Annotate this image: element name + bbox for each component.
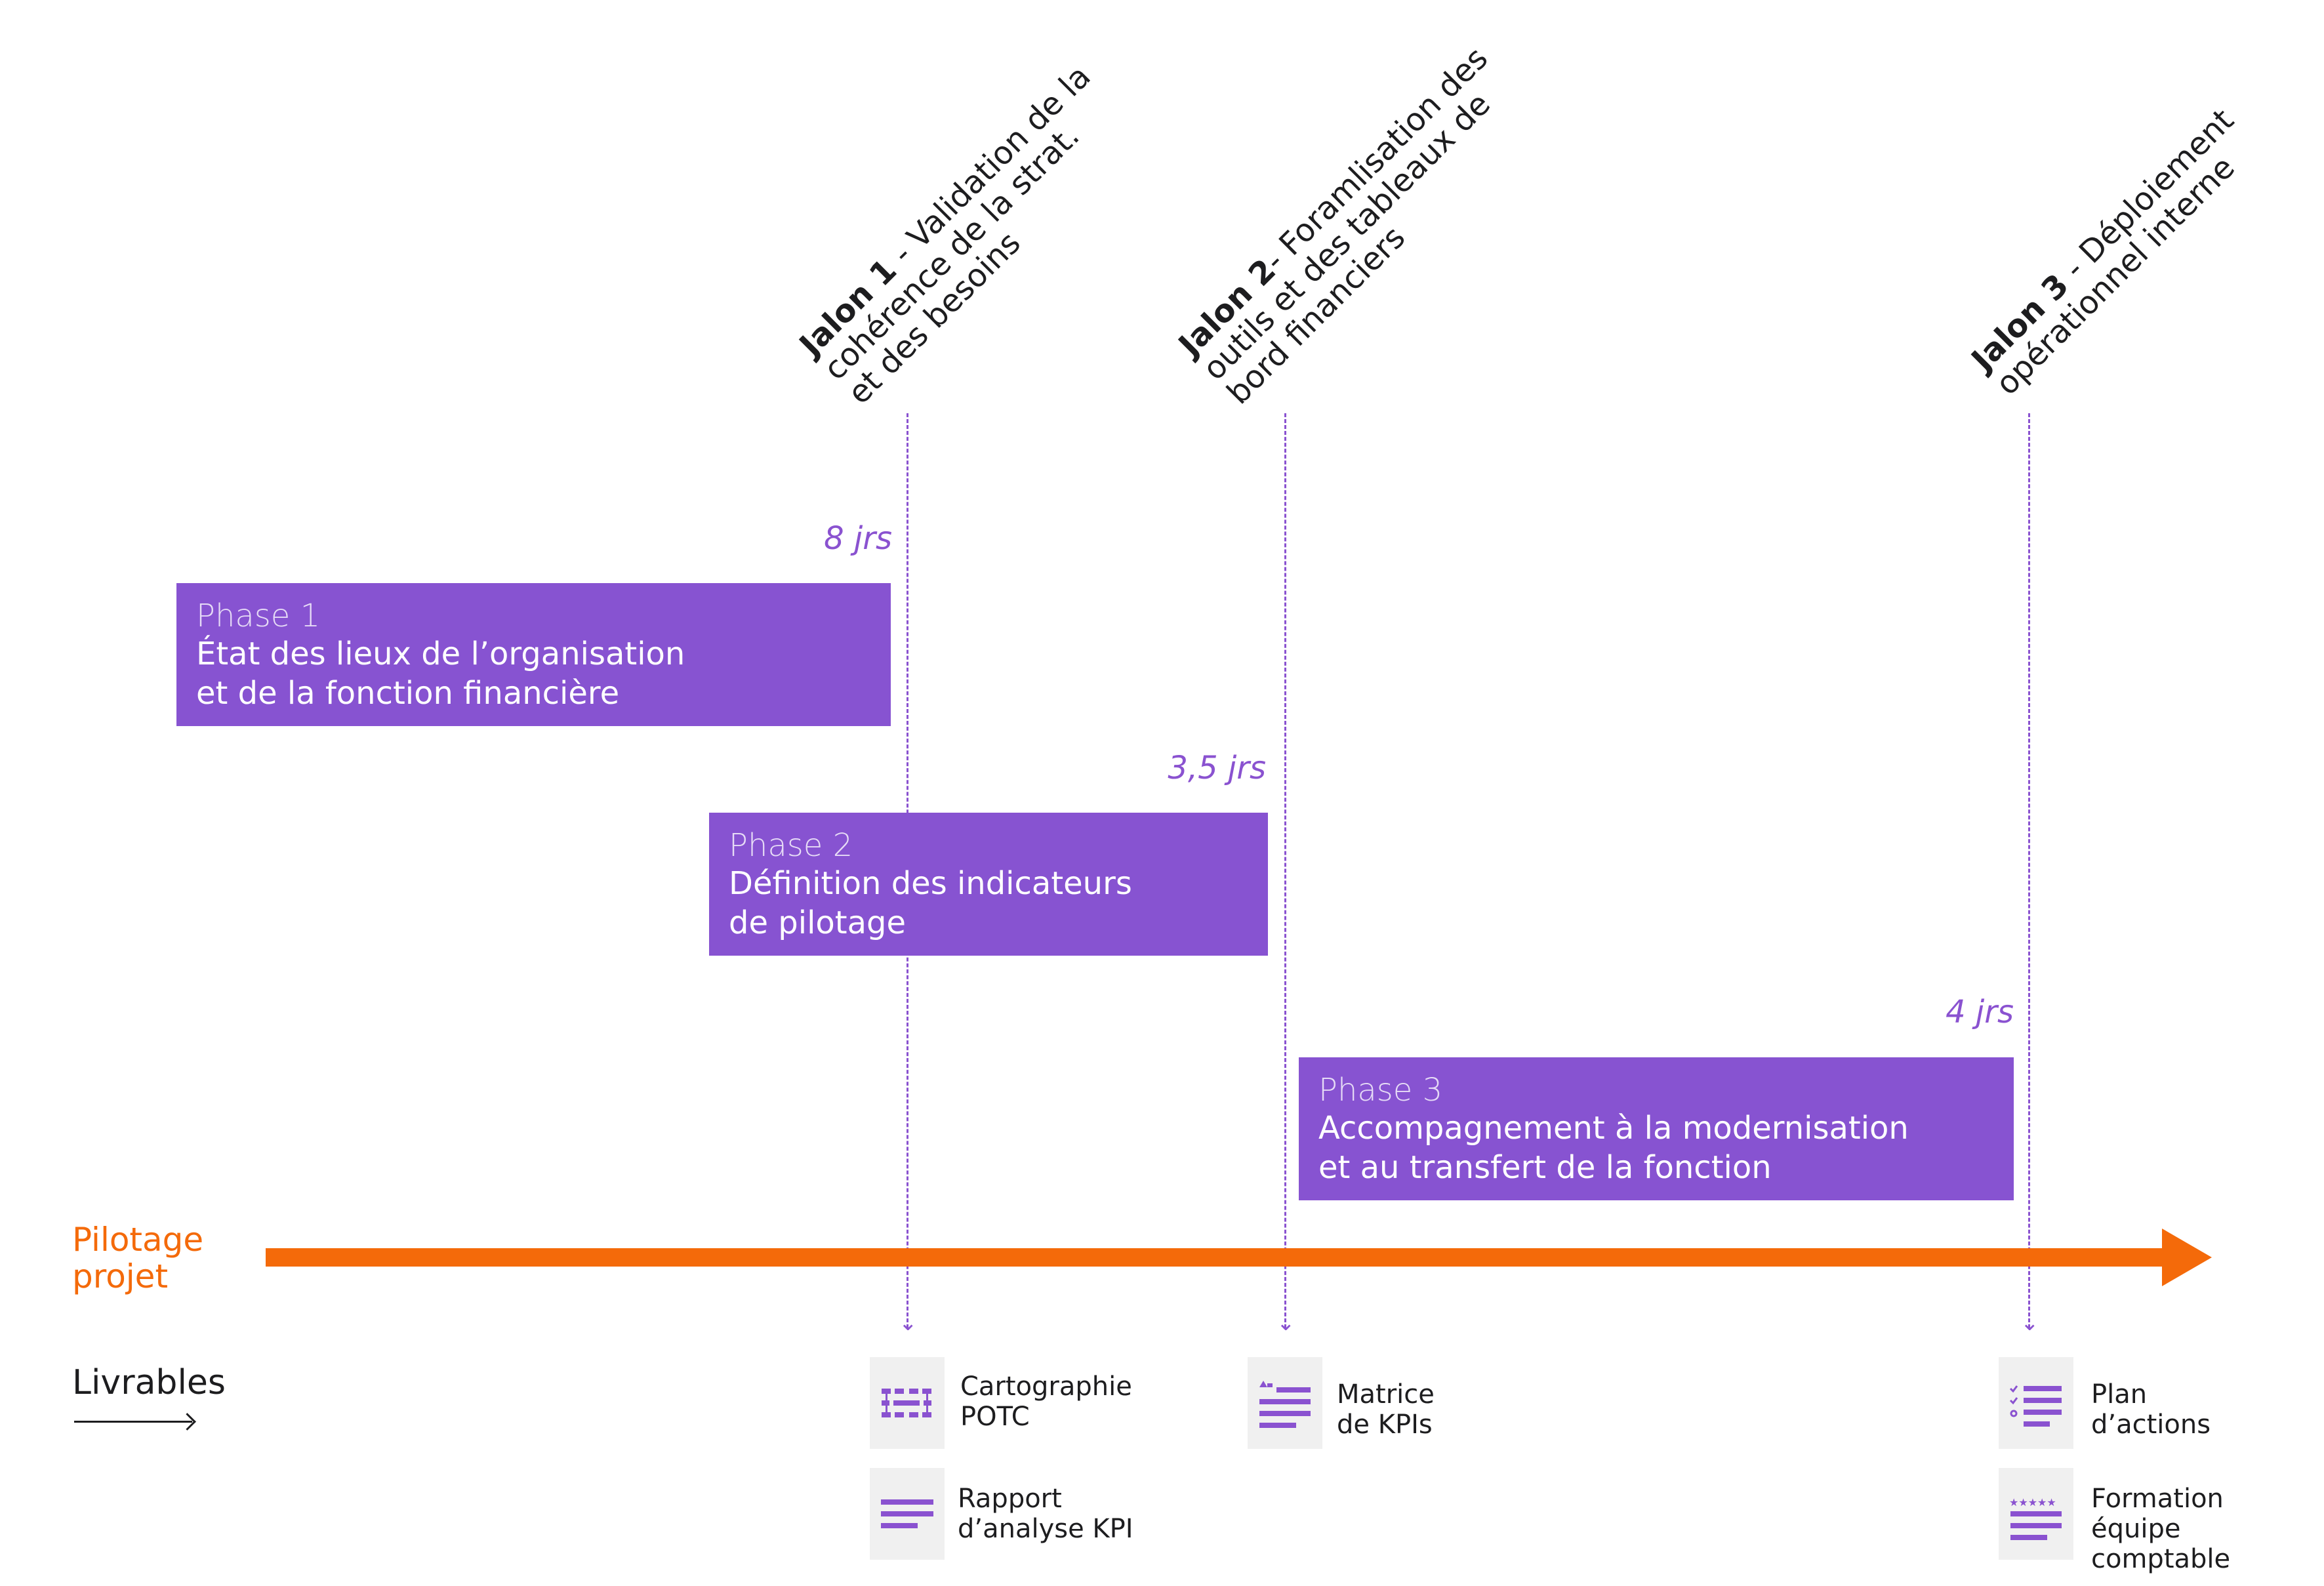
phase-1-title-line2: et de la fonction financière bbox=[196, 675, 620, 712]
livrables-label: Livrables bbox=[72, 1363, 226, 1402]
milestone-3-line bbox=[2028, 413, 2030, 1328]
deliverable-plan: Plan d’actions bbox=[2091, 1379, 2211, 1440]
milestone-2-chevron-icon: ⌄ bbox=[1276, 1310, 1295, 1336]
deliverable-rapport: Rapport d’analyse KPI bbox=[958, 1484, 1133, 1544]
phase-1-title-line1: État des lieux de l’organisation bbox=[196, 636, 685, 672]
svg-text:★★★★★: ★★★★★ bbox=[2009, 1496, 2056, 1509]
phase-2-duration: 3,5 jrs bbox=[1168, 750, 1266, 786]
phase-1-label: Phase 1 bbox=[196, 598, 321, 634]
livrables-arrow-line bbox=[74, 1421, 192, 1423]
deliverable-matrice: Matrice de KPIs bbox=[1337, 1379, 1435, 1440]
pilotage-arrow-shaft bbox=[266, 1248, 2165, 1267]
phase-2-label: Phase 2 bbox=[729, 827, 853, 864]
milestone-1-chevron-icon: ⌄ bbox=[899, 1310, 918, 1336]
phase-3-title-line2: et au transfert de la fonction bbox=[1318, 1149, 1772, 1186]
phase-3-label: Phase 3 bbox=[1318, 1072, 1443, 1108]
milestone-2-label: Jalon 2- Foramlisation des outils et des… bbox=[1172, 39, 1498, 412]
text-lines-icon bbox=[870, 1468, 945, 1560]
phase-1-bar: Phase 1 État des lieux de l’organisation… bbox=[176, 583, 891, 726]
chart-list-icon bbox=[1248, 1357, 1322, 1449]
phase-1-duration: 8 jrs bbox=[824, 520, 892, 557]
milestone-1-label: Jalon 1 - Validation de la cohérence de … bbox=[792, 58, 1098, 412]
milestone-2-line bbox=[1284, 413, 1286, 1328]
milestone-3-label: Jalon 3 - Déploiement opérationnel inter… bbox=[1965, 102, 2242, 403]
phase-2-title-line1: Définition des indicateurs bbox=[729, 865, 1132, 902]
milestone-3-chevron-icon: ⌄ bbox=[2020, 1310, 2039, 1336]
phase-3-bar: Phase 3 Accompagnement à la modernisatio… bbox=[1299, 1057, 2014, 1200]
pilotage-arrow-head-icon bbox=[2162, 1229, 2212, 1286]
star-rating-icon: ★★★★★ bbox=[1999, 1468, 2073, 1560]
pilotage-label: Pilotage projet bbox=[72, 1221, 204, 1295]
phase-2-title-line2: de pilotage bbox=[729, 905, 906, 941]
phase-3-duration: 4 jrs bbox=[1946, 994, 2014, 1030]
process-map-icon bbox=[870, 1357, 945, 1449]
livrables-arrow-head-icon bbox=[178, 1413, 196, 1431]
phase-2-bar: Phase 2 Définition des indicateurs de pi… bbox=[709, 813, 1268, 956]
phase-3-title-line1: Accompagnement à la modernisation bbox=[1318, 1110, 1909, 1147]
checklist-icon bbox=[1999, 1357, 2073, 1449]
deliverable-formation: Formation équipe comptable bbox=[2091, 1484, 2231, 1574]
deliverable-cartographie: Cartographie POTC bbox=[960, 1372, 1132, 1432]
